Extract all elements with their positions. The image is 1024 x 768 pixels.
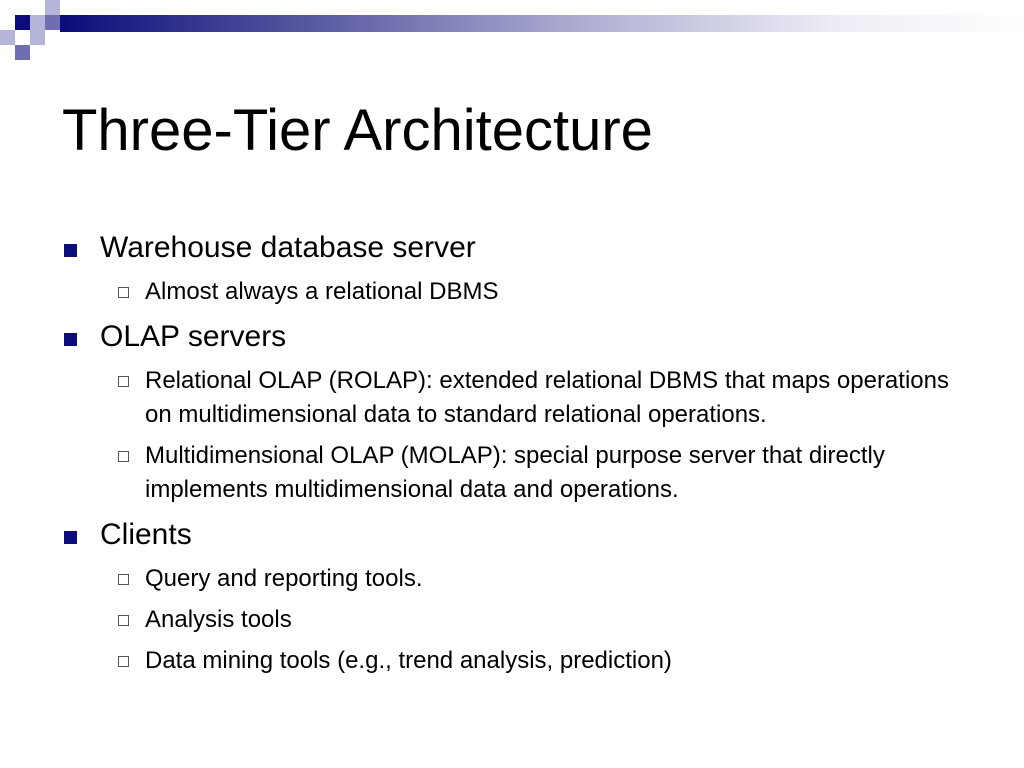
sub-bullet-item: Almost always a relational DBMS [118,275,982,309]
decor-square [45,15,60,30]
square-bullet-icon [64,333,77,346]
slide-title: Three-Tier Architecture [62,98,653,163]
bullet-item: Clients [62,515,982,555]
sub-bullet-label: Analysis tools [145,606,292,633]
bullet-label: Warehouse database server [100,231,476,264]
hollow-square-bullet-icon [118,615,129,626]
sub-bullet-item: Multidimensional OLAP (MOLAP): special p… [118,439,965,507]
sub-bullet-label: Query and reporting tools. [145,565,423,592]
decor-square [30,30,45,45]
square-bullet-icon [64,244,77,257]
hollow-square-bullet-icon [118,574,129,585]
header-gradient-bar [60,15,1024,32]
decor-square [30,15,45,30]
sub-bullet-item: Analysis tools [118,603,982,637]
bullet-list: Warehouse database server Almost always … [62,228,982,678]
decor-square [0,30,15,45]
sub-bullet-item: Query and reporting tools. [118,562,982,596]
sub-bullet-label: Multidimensional OLAP (MOLAP): special p… [145,442,885,503]
hollow-square-bullet-icon [118,376,129,387]
sub-bullet-label: Relational OLAP (ROLAP): extended relati… [145,367,949,428]
bullet-label: Clients [100,518,192,551]
sub-bullet-label: Almost always a relational DBMS [145,278,499,305]
bullet-item: OLAP servers [62,317,982,357]
sub-bullet-item: Relational OLAP (ROLAP): extended relati… [118,364,965,432]
decor-square [45,0,60,15]
decor-square [15,15,30,30]
bullet-label: OLAP servers [100,320,287,353]
hollow-square-bullet-icon [118,287,129,298]
bullet-item: Warehouse database server [62,228,982,268]
square-bullet-icon [64,531,77,544]
hollow-square-bullet-icon [118,656,129,667]
hollow-square-bullet-icon [118,451,129,462]
sub-bullet-label: Data mining tools (e.g., trend analysis,… [145,647,672,674]
decor-square [15,45,30,60]
sub-bullet-item: Data mining tools (e.g., trend analysis,… [118,644,982,678]
